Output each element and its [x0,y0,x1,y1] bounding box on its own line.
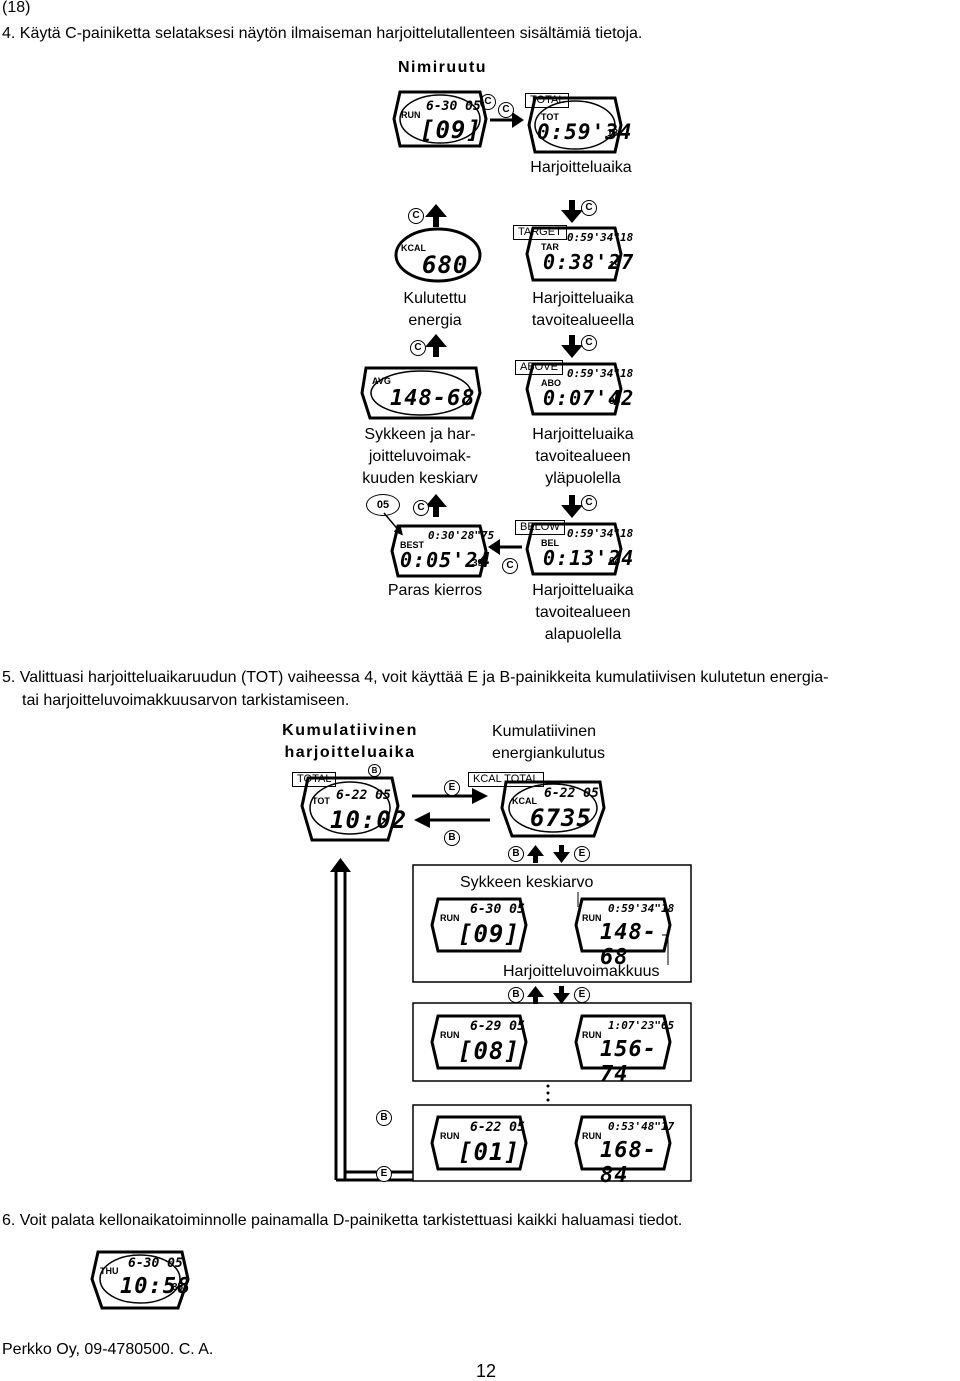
page-number: 12 [476,1361,497,1381]
watch-average: AVG 148-68 [360,362,482,424]
cum-energy-heading-1: Kumulatiivinen [492,723,597,740]
page-tag: (18) [2,0,31,16]
caption-above-2: tavoitealueen [535,448,631,465]
name-cell-heading: Nimiruutu [398,59,488,76]
c-button-icon: C [498,102,514,118]
step-5-line-1: 5. Valittuasi harjoitteluaikaruudun (TOT… [2,669,829,686]
caption-avg-3: kuuden keskiarv [362,470,478,487]
watch-target: 0:59'34"18 TAR 0:38'27 19 [525,222,633,286]
watch-cumulative-energy: 6-22 05 KCAL 6735 [500,772,606,842]
watch-total-time: TOT 0:59'34 18 [527,92,632,158]
caption-target-1: Harjoitteluaika [532,290,634,307]
intensity-label: Harjoitteluvoimakkuus [503,963,660,980]
footer-text: Perkko Oy, 09-4780500. C. A. [2,1341,214,1358]
caption-below-3: alapuolella [544,626,622,643]
caption-avg-1: Sykkeen ja har- [364,426,476,443]
caption-above-1: Harjoitteluaika [532,426,634,443]
caption-above-3: yläpuolella [545,470,621,487]
e-button-icon: E [574,846,590,862]
caption-avg-2: joitteluvoimak- [368,448,472,465]
watch-record-1-right: 0:59'34"18 RUN 148-68 [574,893,674,970]
c-button-icon: C [502,558,518,574]
watch-clock: 6-30 05 THU 10:58 35 [90,1244,190,1314]
watch-name-cell: 6-30 05 RUN [09] [392,86,488,152]
watch-below: 0:59'34"18 BEL 0:13'24 64 [525,518,633,580]
step-6-text: 6. Voit palata kellonaikatoiminnolle pai… [2,1212,683,1229]
watch-record-2-right: 1:07'23"65 RUN 156-74 [574,1010,674,1087]
caption-energy-1: Kulutettu [403,290,467,307]
watch-record-2-left: 6-29 05 RUN [08] [430,1010,528,1074]
c-button-icon: C [410,340,426,356]
c-button-icon: C [413,500,429,516]
e-button-icon: E [444,780,460,796]
watch-record-1-left: 6-30 05 RUN [09] [430,893,528,957]
watch-kcal: KCAL 680 [392,225,484,285]
caption-below-1: Harjoitteluaika [532,582,634,599]
c-button-icon: C [581,495,597,511]
b-button-icon: B [508,846,524,862]
caption-target-2: tavoitealueella [531,312,635,329]
e-button-icon: E [574,987,590,1003]
caption-training-time: Harjoitteluaika [530,159,632,176]
cum-time-heading-1: Kumulatiivinen [282,722,418,739]
c-button-icon: C [408,208,424,224]
cum-energy-heading-2: energiankulutus [492,745,605,762]
cum-time-heading-2: harjoitteluaika [284,744,416,761]
watch-best-lap: 0:30'28"75 BEST 0:05'24 39 [390,520,494,582]
watch-above: 0:59'34"18 ABO 0:07'42 35 [525,358,633,420]
step-4-text: 4. Käytä C-painiketta selataksesi näytön… [2,25,643,42]
b-button-icon: B [444,830,460,846]
e-button-icon: E [376,1166,392,1182]
caption-energy-2: energia [408,312,462,329]
b-button-icon: B [376,1110,392,1126]
caption-below-2: tavoitealueen [535,604,631,621]
b-button-icon: B [368,764,381,777]
step-5-line-2: tai harjoitteluvoimakkuusarvon tarkistam… [22,692,350,709]
watch-record-3-left: 6-22 05 RUN [01] [430,1111,528,1175]
hr-average-label: Sykkeen keskiarvo [460,874,594,891]
watch-record-3-right: 0:53'48"17 RUN 168-84 [574,1111,674,1188]
watch-cumulative-time: 6-22 05 TOT 10:02 [300,770,406,846]
lap-number-callout: 05 [366,494,400,516]
c-button-icon: C [581,335,597,351]
b-button-icon: B [508,987,524,1003]
c-button-icon: C [581,200,597,216]
caption-best-lap: Paras kierros [387,582,483,599]
